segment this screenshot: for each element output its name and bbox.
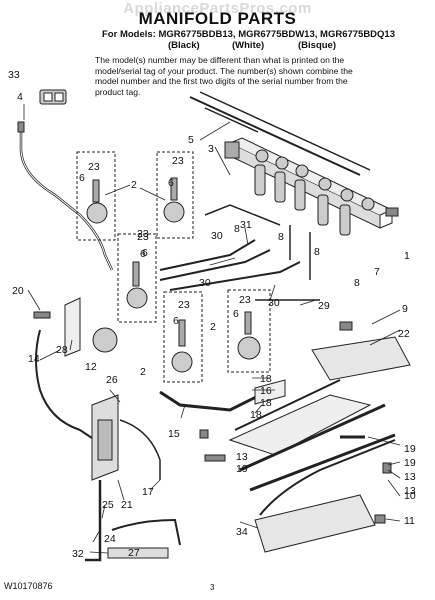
rail-valves bbox=[254, 149, 375, 236]
callout: 2 bbox=[131, 179, 137, 191]
callout: 17 bbox=[142, 486, 154, 498]
callout: 27 bbox=[128, 547, 140, 559]
callout: 8 bbox=[314, 246, 320, 258]
callout: 1 bbox=[404, 250, 410, 262]
callout: 24 bbox=[104, 533, 116, 545]
burner-tray-34 bbox=[254, 494, 376, 553]
callout: 6 bbox=[142, 247, 148, 259]
callout: 33 bbox=[8, 69, 20, 81]
callout: 26 bbox=[106, 374, 118, 386]
callout: 8 bbox=[234, 223, 240, 235]
callout: 29 bbox=[318, 300, 330, 312]
callout: 28 bbox=[56, 344, 68, 356]
callout: 9 bbox=[402, 303, 408, 315]
callout: 6 bbox=[140, 248, 146, 260]
callout: 23 bbox=[88, 161, 100, 173]
valve-box-2 bbox=[156, 151, 194, 239]
page-number: 3 bbox=[210, 583, 215, 592]
callout: 14 bbox=[28, 353, 40, 365]
callout: 6 bbox=[168, 177, 174, 189]
watermark: AppliancePartsPros.com bbox=[123, 0, 312, 17]
inlet-bracket bbox=[91, 394, 119, 481]
callout: 3 bbox=[208, 143, 214, 155]
valve-box-4 bbox=[163, 291, 203, 383]
callout: 6 bbox=[79, 172, 85, 184]
document-number: W10170876 bbox=[4, 581, 53, 591]
bracket-28 bbox=[64, 297, 81, 357]
page-title: MANIFOLD PARTS bbox=[138, 9, 297, 28]
callout: 23 bbox=[172, 155, 184, 167]
callout: 19 bbox=[236, 463, 248, 475]
callout: 7 bbox=[374, 266, 380, 278]
callout: 21 bbox=[121, 499, 133, 511]
fitting-33 bbox=[39, 89, 67, 105]
callout: 30 bbox=[211, 230, 223, 242]
callout: 34 bbox=[236, 526, 248, 538]
callout: 8 bbox=[354, 277, 360, 289]
valve-box-5 bbox=[227, 289, 271, 373]
callout: 30 bbox=[199, 277, 211, 289]
callout: 18 bbox=[260, 373, 272, 385]
callout: 13 bbox=[236, 451, 248, 463]
heat-shield-22 bbox=[311, 336, 411, 381]
callout: 23 bbox=[137, 231, 149, 243]
valve-box-1 bbox=[76, 151, 116, 241]
callout: 23 bbox=[178, 299, 190, 311]
callout: 23 bbox=[137, 228, 149, 240]
callout: 22 bbox=[398, 328, 410, 340]
callout: 31 bbox=[240, 219, 252, 231]
callout: 12 bbox=[85, 361, 97, 373]
callout: 10 bbox=[404, 490, 416, 502]
callout: 19 bbox=[404, 457, 416, 469]
callout: 20 bbox=[12, 285, 24, 297]
callout-numbers: 33 4 5 3 23 6 2 23 6 23 6 31 8 8 8 1 7 8… bbox=[8, 69, 416, 560]
callout: 16 bbox=[260, 385, 272, 397]
callout: 18 bbox=[250, 409, 262, 421]
callout: 2 bbox=[140, 366, 146, 378]
callout: 13 bbox=[404, 471, 416, 483]
callout: 6 bbox=[173, 315, 179, 327]
callout: 8 bbox=[278, 231, 284, 243]
valve-box-3 bbox=[117, 233, 157, 323]
callout: 23 bbox=[239, 294, 251, 306]
finish-black: (Black) bbox=[168, 40, 200, 51]
callout: 19 bbox=[404, 443, 416, 455]
regulator-12 bbox=[92, 327, 118, 353]
callout: 6 bbox=[233, 308, 239, 320]
callout: 30 bbox=[268, 297, 280, 309]
callout: 11 bbox=[404, 515, 415, 527]
callout: 15 bbox=[168, 428, 180, 440]
callout: 25 bbox=[102, 499, 114, 511]
model-note: The model(s) number may be different tha… bbox=[95, 55, 353, 97]
callout: 18 bbox=[260, 397, 272, 409]
finish-white: (White) bbox=[232, 40, 265, 51]
callout: 2 bbox=[210, 321, 216, 333]
finish-bisque: (Bisque) bbox=[298, 40, 336, 51]
callout: 13 bbox=[404, 485, 416, 497]
callout: 32 bbox=[72, 548, 84, 560]
callout: 5 bbox=[188, 134, 194, 146]
models-line: For Models: MGR6775BDB13, MGR6775BDW13, … bbox=[102, 29, 396, 40]
callout: 4 bbox=[17, 91, 23, 103]
